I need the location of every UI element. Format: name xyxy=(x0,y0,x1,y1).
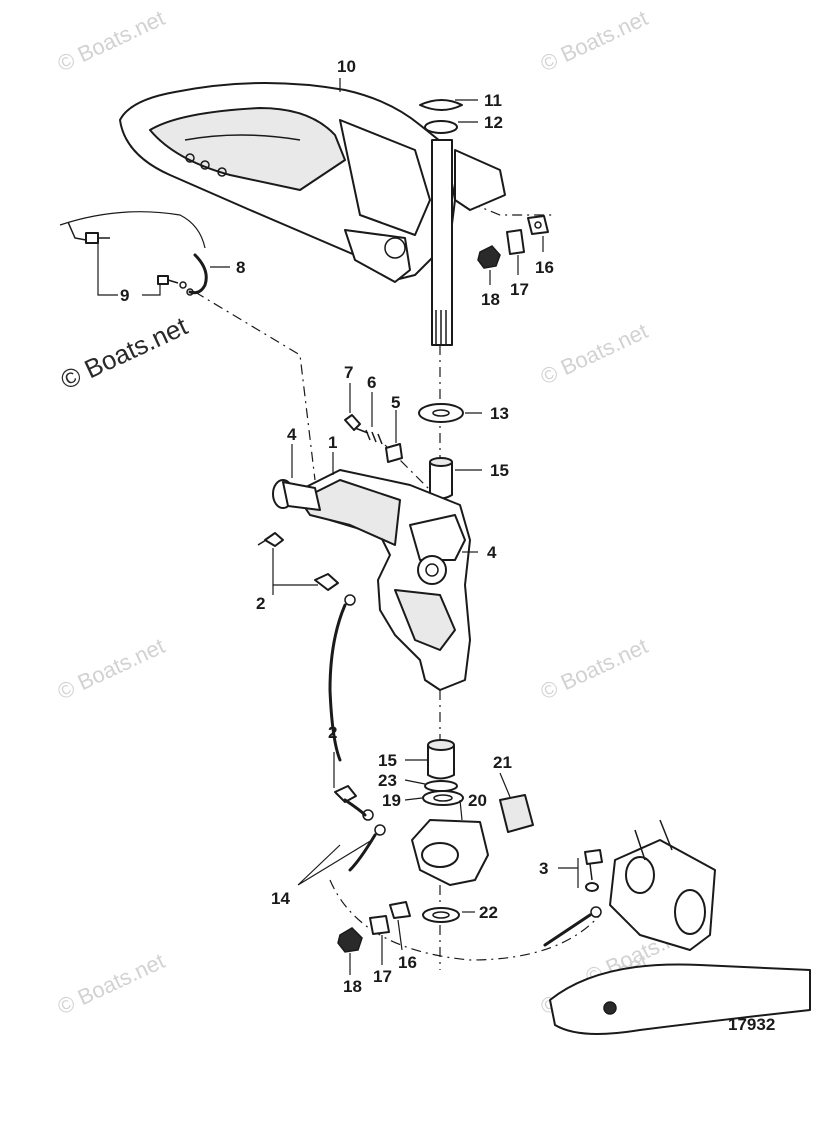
upper-fasteners xyxy=(477,215,549,269)
leader-lines xyxy=(97,78,579,975)
callouts: 10 11 12 8 9 16 17 18 7 6 5 13 4 1 15 4 … xyxy=(120,57,554,996)
callout-21: 21 xyxy=(493,753,512,772)
steering-shaft xyxy=(419,99,463,346)
watermark: © Boats.net xyxy=(537,633,652,704)
watermark: © Boats.net xyxy=(56,310,193,395)
callout-17: 17 xyxy=(510,280,529,299)
callout-8: 8 xyxy=(236,258,245,277)
callout-3: 3 xyxy=(539,859,548,878)
callout-14: 14 xyxy=(271,889,290,908)
lower-fasteners xyxy=(337,901,411,953)
callout-20: 20 xyxy=(468,791,487,810)
ground-wire-upper xyxy=(59,211,208,296)
detent-parts xyxy=(344,414,403,463)
watermark: © Boats.net xyxy=(54,633,169,704)
callout-6: 6 xyxy=(367,373,376,392)
callout-18: 18 xyxy=(343,977,362,996)
swivel-bracket xyxy=(119,82,506,283)
callout-17: 17 xyxy=(373,967,392,986)
watermark: © Boats.net xyxy=(54,5,169,76)
upper-washer-bushing xyxy=(418,403,464,500)
callout-9: 9 xyxy=(120,286,129,305)
watermark: © Boats.net xyxy=(54,948,169,1019)
callout-10: 10 xyxy=(337,57,356,76)
lower-parts xyxy=(411,739,534,923)
callout-18: 18 xyxy=(481,290,500,309)
callout-19: 19 xyxy=(382,791,401,810)
sender-lower xyxy=(334,785,386,872)
callout-4: 4 xyxy=(287,425,297,444)
watermark: © Boats.net xyxy=(537,5,652,76)
figure-number: 17932 xyxy=(728,1015,775,1034)
callout-16: 16 xyxy=(535,258,554,277)
callout-13: 13 xyxy=(490,404,509,423)
callout-23: 23 xyxy=(378,771,397,790)
callout-16: 16 xyxy=(398,953,417,972)
callout-12: 12 xyxy=(484,113,503,132)
callout-15: 15 xyxy=(378,751,397,770)
watermark: © Boats.net xyxy=(537,318,652,389)
callout-4: 4 xyxy=(487,543,497,562)
sender-upper xyxy=(257,532,356,762)
callout-5: 5 xyxy=(391,393,400,412)
assembly-lines xyxy=(194,194,601,970)
callout-7: 7 xyxy=(344,363,353,382)
callout-2: 2 xyxy=(328,723,337,742)
callout-2: 2 xyxy=(256,594,265,613)
callout-1: 1 xyxy=(328,433,337,452)
lower-bracket xyxy=(543,819,811,1035)
swivel-housing xyxy=(272,469,471,691)
callout-22: 22 xyxy=(479,903,498,922)
callout-15: 15 xyxy=(490,461,509,480)
callout-11: 11 xyxy=(484,91,502,110)
